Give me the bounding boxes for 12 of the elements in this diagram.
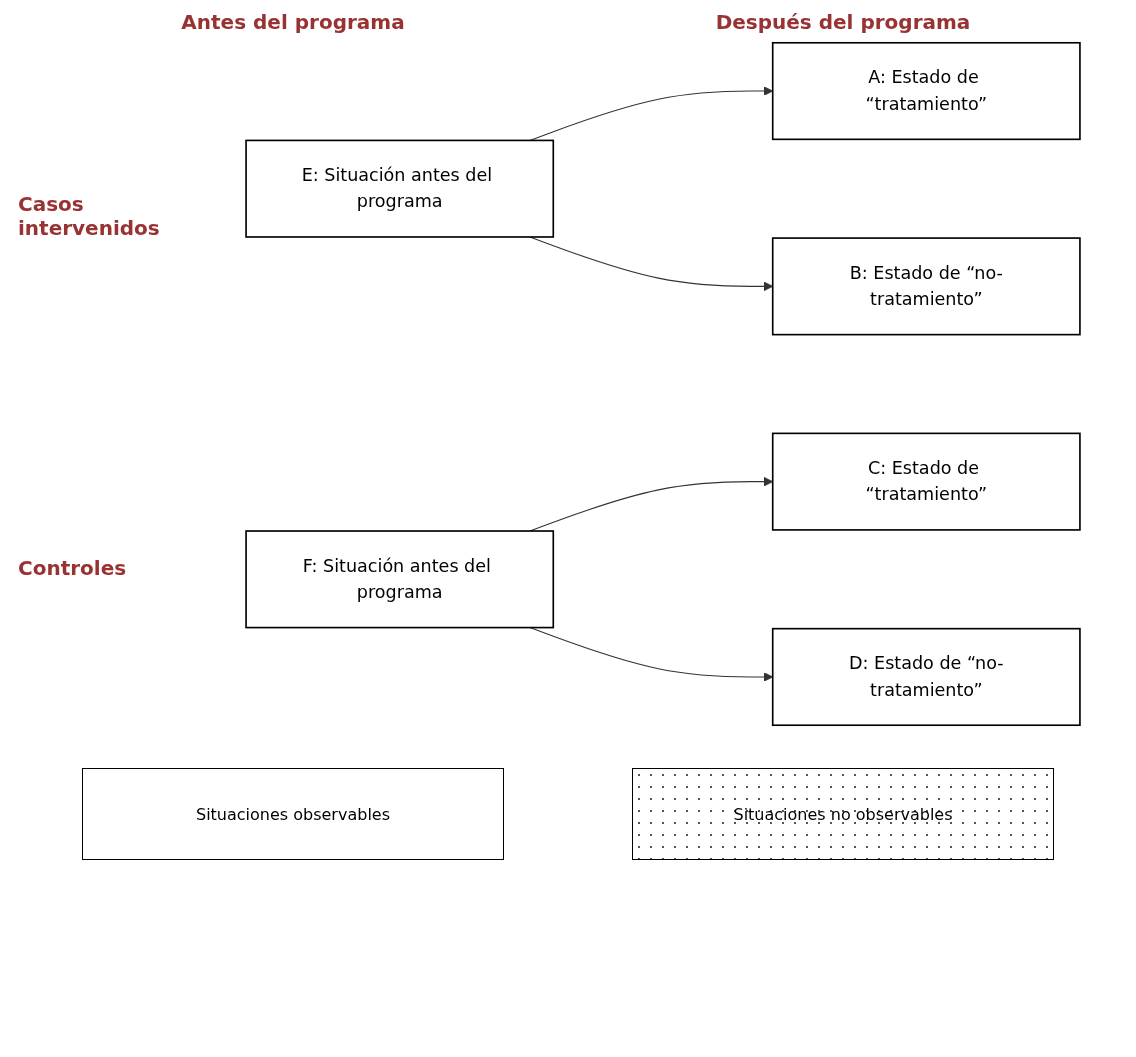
- legend-item: Situaciones observables: [82, 768, 504, 860]
- column-heading: Antes del programa: [180, 10, 406, 34]
- node-box: E: Situación antes del programa: [245, 139, 555, 238]
- node-box: A: Estado de “tratamiento”: [771, 41, 1081, 141]
- column-heading: Después del programa: [714, 10, 972, 34]
- row-heading: Controles: [18, 556, 128, 580]
- node-box: F: Situación antes del programa: [245, 530, 555, 629]
- node-box: D: Estado de “no-tratamiento”: [771, 627, 1081, 727]
- node-box: C: Estado de “tratamiento”: [771, 432, 1081, 531]
- node-box: B: Estado de “no-tratamiento”: [771, 237, 1081, 336]
- legend-item: Situaciones no observables: [632, 768, 1054, 860]
- row-heading: Casos intervenidos: [18, 192, 161, 240]
